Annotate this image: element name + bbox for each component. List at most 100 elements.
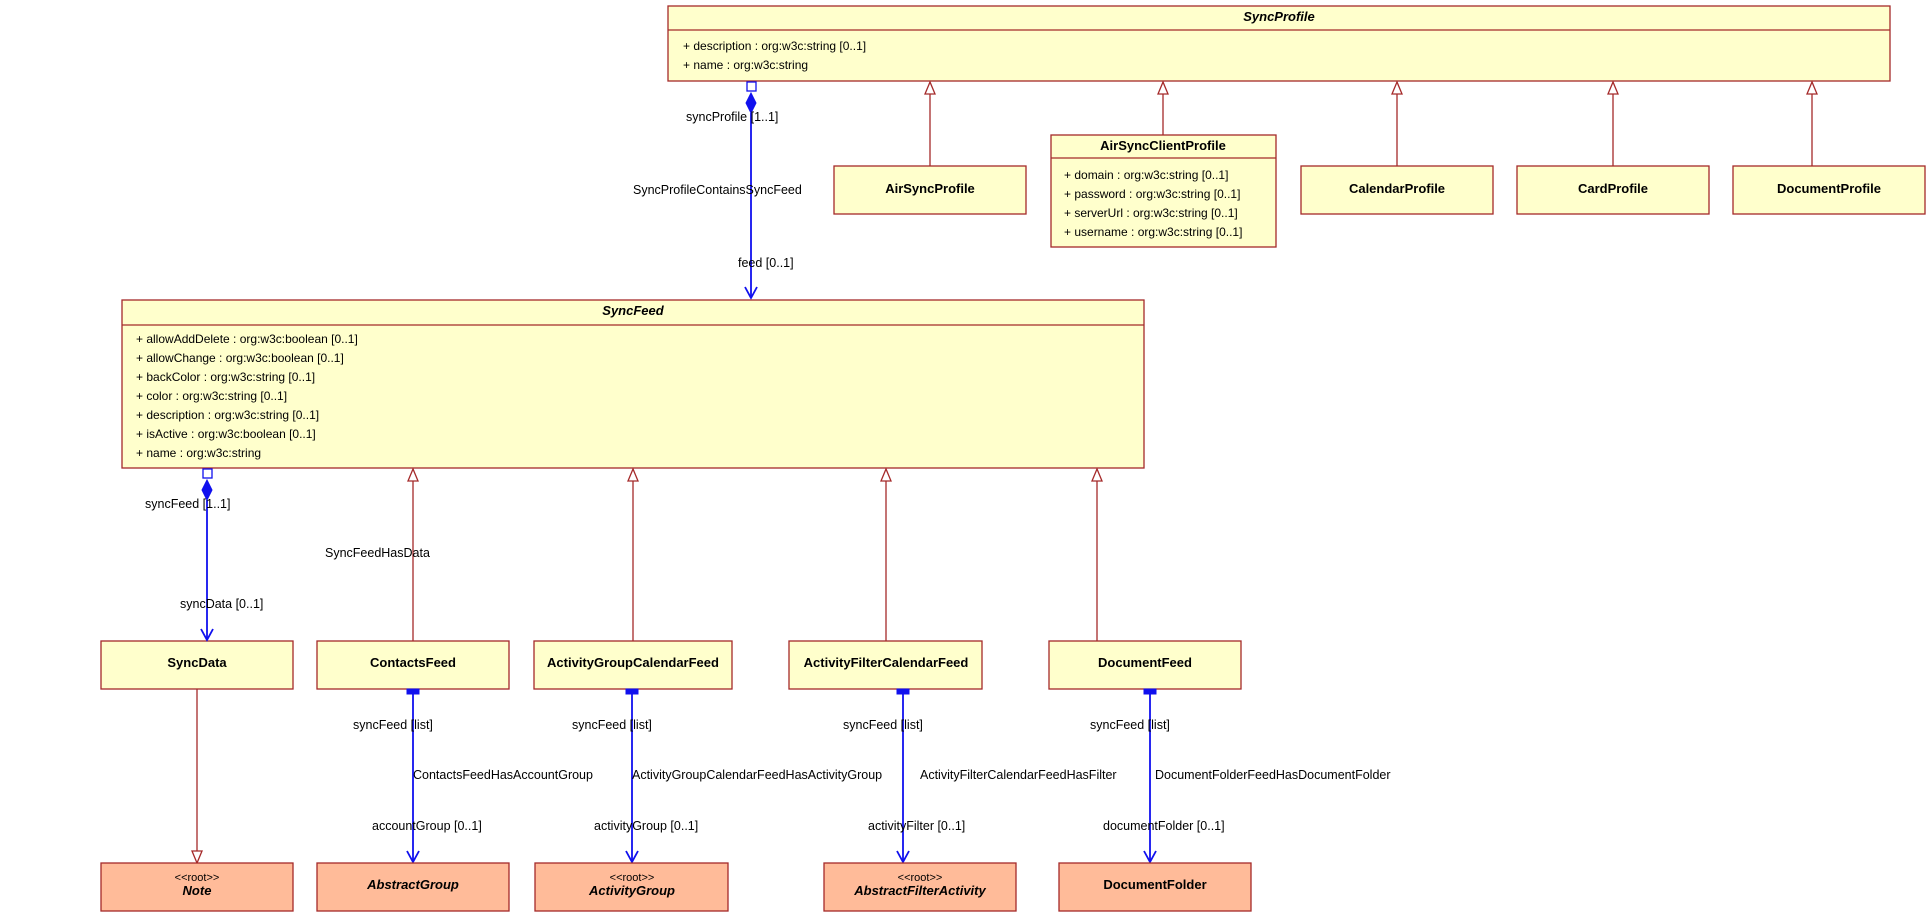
source-role-label: syncFeed [list] xyxy=(572,718,652,732)
class-box xyxy=(667,5,1891,82)
class-document-folder[interactable]: DocumentFolder xyxy=(1058,862,1252,912)
association-name-label: DocumentFolderFeedHasDocumentFolder xyxy=(1155,768,1391,782)
class-attribute: + color : org:w3c:string [0..1] xyxy=(136,389,287,403)
generalization-arrowhead xyxy=(627,467,639,482)
generalization-sync-data-note xyxy=(191,689,203,865)
class-box xyxy=(1300,165,1494,215)
class-name: Note xyxy=(183,883,212,898)
class-attribute: + password : org:w3c:string [0..1] xyxy=(1064,187,1240,201)
class-name: ActivityGroup xyxy=(588,883,675,898)
class-activity-group-calendar-feed[interactable]: ActivityGroupCalendarFeed xyxy=(533,640,733,690)
association-arrowhead xyxy=(896,850,910,864)
class-attribute: + backColor : org:w3c:string [0..1] xyxy=(136,370,315,384)
association-sync-profile-contains-sync-feed[interactable]: syncProfile [1..1] SyncProfileContainsSy… xyxy=(633,81,802,300)
source-role-label: syncProfile [1..1] xyxy=(686,110,778,124)
generalization-arrowhead xyxy=(1157,80,1169,95)
class-document-feed[interactable]: DocumentFeed xyxy=(1048,640,1242,690)
association-arrowhead xyxy=(1143,850,1157,864)
class-activity-group[interactable]: <<root>> ActivityGroup xyxy=(534,862,729,912)
association-arrowhead xyxy=(625,850,639,864)
class-calendar-profile[interactable]: CalendarProfile xyxy=(1300,165,1494,215)
class-abstract-group[interactable]: AbstractGroup xyxy=(316,862,510,912)
class-name: AbstractFilterActivity xyxy=(853,883,986,898)
class-name: SyncData xyxy=(167,655,227,670)
generalization-arrowhead xyxy=(880,467,892,482)
association-document-feed-has-folder[interactable]: syncFeed [list] DocumentFolderFeedHasDoc… xyxy=(1090,688,1391,864)
class-abstract-filter-activity[interactable]: <<root>> AbstractFilterActivity xyxy=(823,862,1017,912)
class-sync-feed[interactable]: SyncFeed + allowAddDelete : org:w3c:bool… xyxy=(121,299,1145,469)
association-name-label: ContactsFeedHasAccountGroup xyxy=(413,768,593,782)
class-sync-data[interactable]: SyncData xyxy=(100,640,294,690)
target-role-label: documentFolder [0..1] xyxy=(1103,819,1225,833)
class-box xyxy=(121,299,1145,469)
class-attribute: + description : org:w3c:string [0..1] xyxy=(136,408,319,422)
class-note[interactable]: <<root>> Note xyxy=(100,862,294,912)
target-role-label: feed [0..1] xyxy=(738,256,794,270)
source-role-label: syncFeed [list] xyxy=(353,718,433,732)
association-arrowhead xyxy=(744,286,758,300)
class-box xyxy=(823,862,1017,912)
class-stereotype: <<root>> xyxy=(898,872,943,884)
association-port xyxy=(1143,688,1157,695)
target-role-label: activityFilter [0..1] xyxy=(868,819,965,833)
source-role-label: syncFeed [list] xyxy=(1090,718,1170,732)
class-attribute: + domain : org:w3c:string [0..1] xyxy=(1064,168,1228,182)
class-air-sync-client-profile[interactable]: AirSyncClientProfile + domain : org:w3c:… xyxy=(1050,134,1277,248)
class-box xyxy=(534,862,729,912)
class-air-sync-profile[interactable]: AirSyncProfile xyxy=(833,165,1027,215)
class-name: ContactsFeed xyxy=(370,655,456,670)
class-box xyxy=(316,862,510,912)
association-name-label: ActivityFilterCalendarFeedHasFilter xyxy=(920,768,1117,782)
class-attribute: + serverUrl : org:w3c:string [0..1] xyxy=(1064,206,1238,220)
class-name: DocumentProfile xyxy=(1777,181,1881,196)
association-calendar-feed-has-activity-group[interactable]: syncFeed [list] ActivityGroupCalendarFee… xyxy=(572,688,882,864)
class-name: CalendarProfile xyxy=(1349,181,1445,196)
association-port xyxy=(746,81,757,92)
class-attribute: + allowAddDelete : org:w3c:boolean [0..1… xyxy=(136,332,358,346)
association-port xyxy=(625,688,639,695)
class-name: AbstractGroup xyxy=(366,877,459,892)
class-attribute: + name : org:w3c:string xyxy=(136,446,261,460)
class-box xyxy=(833,165,1027,215)
source-role-label: syncFeed [1..1] xyxy=(145,497,230,511)
association-port xyxy=(202,468,213,479)
association-port xyxy=(406,688,420,695)
generalization-profiles xyxy=(924,80,1818,166)
class-name: CardProfile xyxy=(1578,181,1648,196)
class-name: ActivityFilterCalendarFeed xyxy=(804,655,969,670)
source-role-label: syncFeed [list] xyxy=(843,718,923,732)
class-attribute: + allowChange : org:w3c:boolean [0..1] xyxy=(136,351,344,365)
class-box xyxy=(788,640,983,690)
class-name: SyncFeed xyxy=(602,303,664,318)
class-box xyxy=(1516,165,1710,215)
class-stereotype: <<root>> xyxy=(175,872,220,884)
class-document-profile[interactable]: DocumentProfile xyxy=(1732,165,1926,215)
class-name: DocumentFolder xyxy=(1103,877,1206,892)
class-box xyxy=(1732,165,1926,215)
class-attribute: + username : org:w3c:string [0..1] xyxy=(1064,225,1242,239)
target-role-label: activityGroup [0..1] xyxy=(594,819,698,833)
generalization-arrowhead xyxy=(1391,80,1403,95)
class-attribute: + description : org:w3c:string [0..1] xyxy=(683,39,866,53)
generalization-arrowhead xyxy=(1607,80,1619,95)
association-contacts-feed-has-account-group[interactable]: syncFeed [list] ContactsFeedHasAccountGr… xyxy=(353,688,593,864)
association-arrowhead xyxy=(406,850,420,864)
class-attribute: + isActive : org:w3c:boolean [0..1] xyxy=(136,427,316,441)
association-filter-feed-has-filter[interactable]: syncFeed [list] ActivityFilterCalendarFe… xyxy=(843,688,1117,864)
class-box xyxy=(316,640,510,690)
class-activity-filter-calendar-feed[interactable]: ActivityFilterCalendarFeed xyxy=(788,640,983,690)
generalization-arrowhead xyxy=(924,80,936,95)
class-sync-profile[interactable]: SyncProfile + description : org:w3c:stri… xyxy=(667,5,1891,82)
class-box xyxy=(100,862,294,912)
class-name: AirSyncProfile xyxy=(885,181,975,196)
class-card-profile[interactable]: CardProfile xyxy=(1516,165,1710,215)
class-name: ActivityGroupCalendarFeed xyxy=(547,655,719,670)
association-name-label: ActivityGroupCalendarFeedHasActivityGrou… xyxy=(632,768,882,782)
class-name: SyncProfile xyxy=(1243,9,1315,24)
class-contacts-feed[interactable]: ContactsFeed xyxy=(316,640,510,690)
generalization-feeds xyxy=(407,467,1103,641)
generalization-arrowhead xyxy=(407,467,419,482)
association-sync-feed-has-data[interactable]: syncFeed [1..1] SyncFeedHasData syncData… xyxy=(145,468,430,642)
association-arrowhead xyxy=(200,628,214,642)
association-name-label: SyncProfileContainsSyncFeed xyxy=(633,183,802,197)
